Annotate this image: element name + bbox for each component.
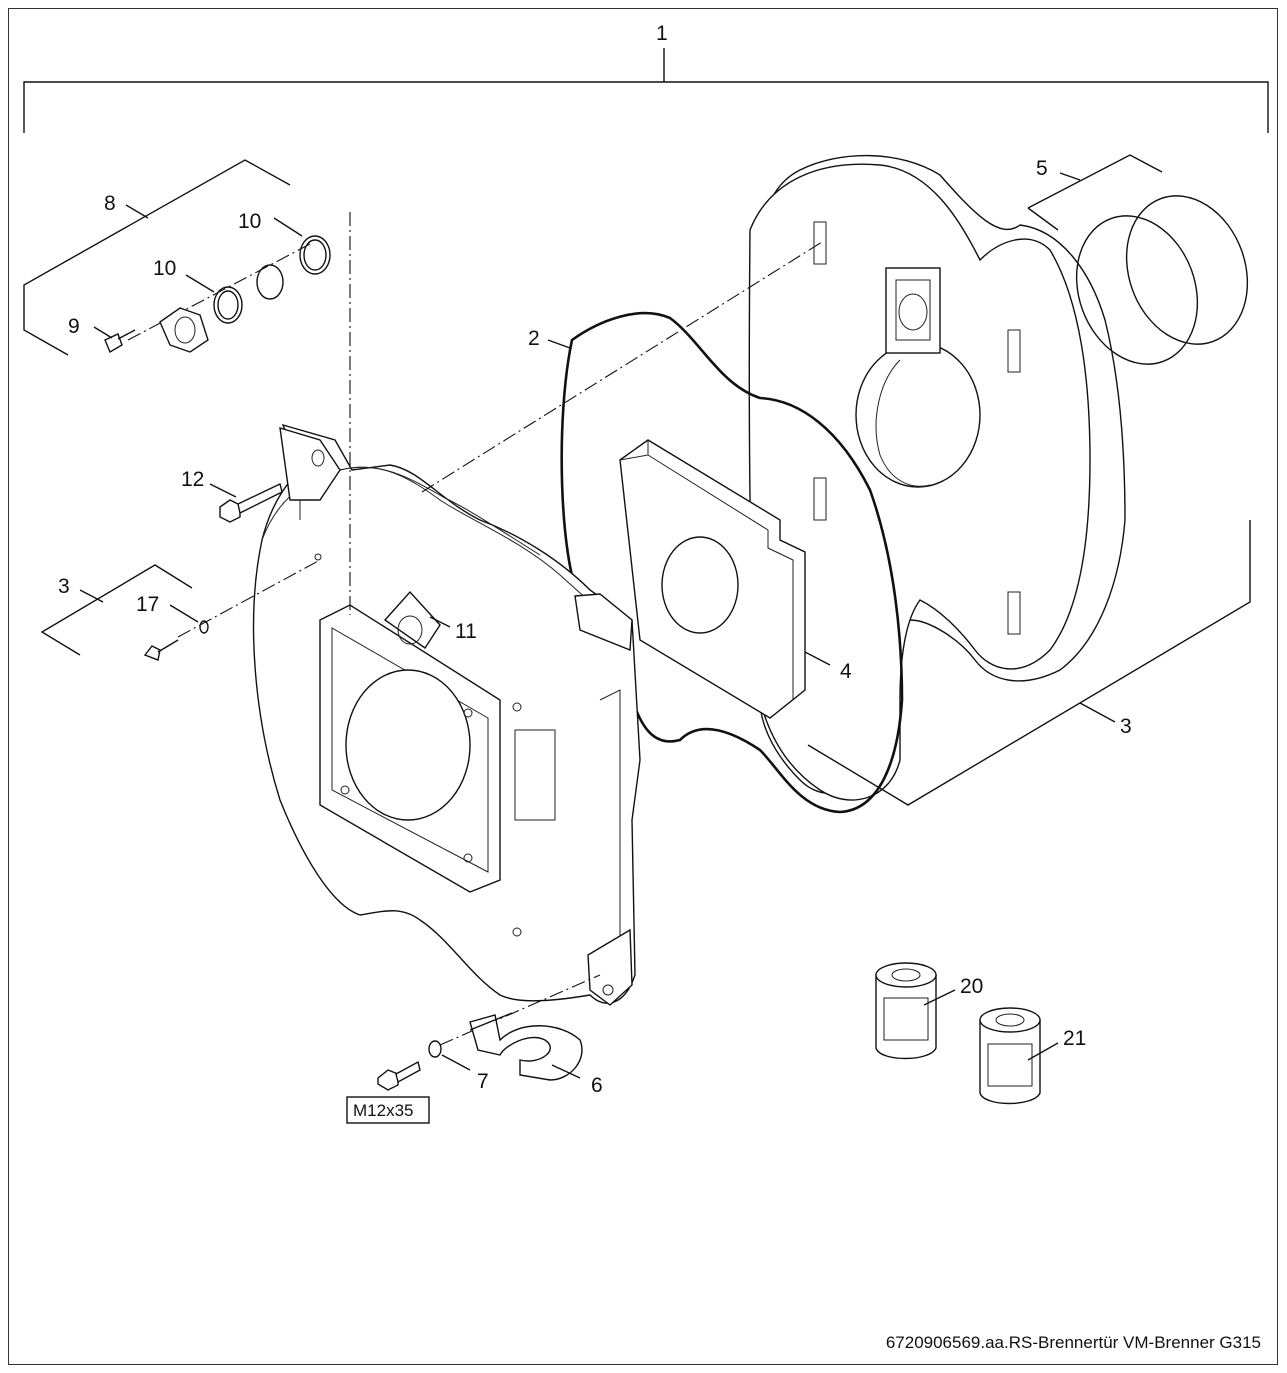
bolt-spec-box [346, 1096, 430, 1124]
label-4: 4 [840, 660, 852, 683]
drawing-reference: 6720906569.aa.RS-Brennertür VM-Brenner G… [885, 1333, 1261, 1352]
label-10-upper: 10 [238, 210, 261, 233]
label-1: 1 [656, 22, 668, 45]
bracket-3-right [807, 520, 1251, 806]
cartridge-20 [875, 962, 956, 1060]
sealing-rings-5 [1027, 154, 1249, 365]
insulation-block [748, 154, 1126, 801]
label-2: 2 [528, 327, 540, 350]
label-21: 21 [1063, 1027, 1086, 1050]
label-10-lower: 10 [153, 257, 176, 280]
bracket-8 [23, 159, 291, 356]
bracket-1 [23, 48, 1269, 133]
panel-4 [619, 439, 831, 719]
burner-door [252, 423, 641, 1006]
label-3-right: 3 [1120, 715, 1132, 738]
label-3-left: 3 [58, 575, 70, 598]
label-8: 8 [104, 192, 116, 215]
label-9: 9 [68, 315, 80, 338]
label-20: 20 [960, 975, 983, 998]
screw-17 [143, 604, 209, 661]
label-17: 17 [136, 593, 159, 616]
bracket-3-left [40, 564, 193, 656]
label-6: 6 [591, 1074, 603, 1097]
alignment-lines [127, 212, 823, 1046]
drawing-frame [8, 8, 1278, 1365]
label-12: 12 [181, 468, 204, 491]
flange-9-10 [93, 217, 331, 354]
label-5: 5 [1036, 157, 1048, 180]
bolt-spec-label: M12x35 [353, 1101, 413, 1120]
bolt-12 [209, 483, 283, 523]
part-labels: 1 2 3 3 4 5 6 7 8 9 10 10 11 12 17 20 21 [58, 22, 1132, 1097]
cartridge-21 [979, 1007, 1059, 1105]
label-11: 11 [455, 620, 477, 643]
bolt-7-bracket-6: M12x35 [346, 1014, 583, 1124]
label-7: 7 [477, 1070, 489, 1093]
